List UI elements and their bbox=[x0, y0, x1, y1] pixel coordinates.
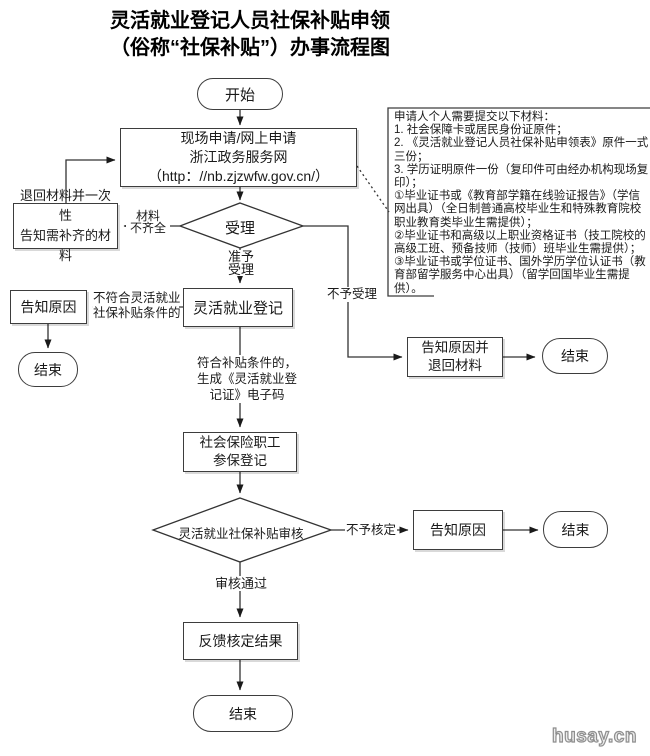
watermark: husay.cn bbox=[551, 725, 637, 747]
page-title-line1: 灵活就业登记人员社保补贴申领 bbox=[110, 10, 390, 32]
end-terminator-bottom: 结束 bbox=[193, 695, 293, 732]
return-box-line2: 告知需补齐的材料 bbox=[19, 228, 111, 263]
materials-line: 三份； bbox=[394, 150, 429, 163]
return-box-line1: 退回材料并一次性 bbox=[19, 188, 111, 223]
start-terminator: 开始 bbox=[197, 78, 283, 110]
materials-line: 高级工班、预备技师（技师）班毕业生需提供）； bbox=[394, 243, 642, 256]
materials-line: 2. 《灵活就业登记人员社保补贴申领表》原件一式 bbox=[394, 137, 649, 150]
review-decision-label: 灵活就业社保补贴审核 bbox=[178, 527, 304, 541]
materials-line: 职业教育类毕业生需提供）； bbox=[394, 216, 538, 229]
materials-box-border bbox=[387, 107, 650, 297]
materials-line: ②毕业证书和高级以上职业资格证书（技工院校的 bbox=[394, 229, 646, 242]
review-decision-diamond bbox=[151, 497, 333, 563]
label-accept-rejected: 不予受理 bbox=[327, 287, 378, 302]
label-not-eligible-line1: 不符合灵活就业 bbox=[93, 291, 181, 305]
notify-and-return-box: 告知原因并 退回材料 bbox=[407, 337, 503, 377]
label-not-approved: 不予核定 bbox=[345, 523, 397, 538]
materials-line: 申请人个人需要提交以下材料： bbox=[394, 111, 555, 123]
materials-line: 印）； bbox=[394, 177, 423, 190]
materials-line: 网出具）（全日制普通高校毕业生和特殊教育院校 bbox=[394, 203, 642, 216]
feedback-label: 反馈核定结果 bbox=[198, 633, 283, 649]
start-label: 开始 bbox=[224, 86, 255, 104]
apply-line1: 现场申请/网上申请 bbox=[180, 130, 297, 146]
social-insurance-line2: 参保登记 bbox=[213, 453, 267, 468]
label-incomplete-line2: 不齐全 bbox=[129, 221, 166, 235]
accept-decision-diamond bbox=[178, 202, 305, 249]
label-eligible: 符合补贴条件的， 生成《灵活就业登 记证》电子码 bbox=[193, 355, 301, 403]
page-title-line2: （俗称“社保补贴”）办事流程图 bbox=[110, 37, 390, 59]
registration-box: 灵活就业登记 bbox=[183, 288, 293, 327]
notify-return-line2: 退回材料 bbox=[428, 358, 482, 373]
end-terminator-left: 结束 bbox=[18, 352, 78, 387]
label-materials-incomplete: 材料 不齐全 bbox=[126, 210, 170, 234]
materials-line: 育部留学服务中心出具）（留学回国毕业生需提 bbox=[394, 269, 630, 282]
label-eligible-line2: 生成《灵活就业登 bbox=[196, 372, 297, 386]
return-materials-box: 退回材料并一次性 告知需补齐的材料 bbox=[13, 188, 118, 263]
notify-reason-left-label: 告知原因 bbox=[20, 299, 77, 315]
end-terminator-right-top: 结束 bbox=[542, 338, 608, 374]
label-granted-line2: 受理 bbox=[227, 262, 254, 277]
notify-return-line1: 告知原因并 bbox=[421, 340, 489, 355]
end-left-label: 结束 bbox=[34, 361, 62, 378]
materials-line: ③毕业证书或学位证书、国外学历学位认证书（教 bbox=[394, 256, 646, 269]
apply-line2: 浙江政务服务网 bbox=[189, 149, 288, 165]
label-eligible-line1: 符合补贴条件的， bbox=[196, 356, 297, 370]
end-bottom-label: 结束 bbox=[229, 705, 257, 722]
page-title: 灵活就业登记人员社保补贴申领 （俗称“社保补贴”）办事流程图 bbox=[0, 8, 500, 62]
end-right-mid-label: 结束 bbox=[561, 521, 590, 538]
label-accept-granted: 准予 受理 bbox=[217, 250, 265, 276]
registration-label: 灵活就业登记 bbox=[192, 300, 283, 317]
feedback-box: 反馈核定结果 bbox=[183, 622, 298, 660]
materials-line: 供）。 bbox=[394, 282, 423, 295]
notify-reason-left-box: 告知原因 bbox=[10, 290, 87, 324]
apply-step-box: 现场申请/网上申请 浙江政务服务网 （http：//nb.zjzwfw.gov.… bbox=[120, 128, 357, 187]
materials-line: 1. 社会保障卡或居民身份证原件； bbox=[394, 124, 568, 137]
label-not-eligible-line2: 社保补贴条件的 bbox=[93, 306, 181, 320]
materials-line: 3. 学历证明原件一份（复印件可由经办机构现场复 bbox=[394, 163, 649, 176]
arrow-return-to-apply bbox=[65, 156, 116, 203]
dotted-materials-link bbox=[356, 165, 390, 213]
accept-decision-label: 受理 bbox=[224, 220, 255, 237]
materials-line: ①毕业证书或《教育部学籍在线验证报告》（学信 bbox=[394, 190, 641, 203]
end-right-top-label: 结束 bbox=[561, 348, 589, 364]
social-insurance-box: 社会保险职工 参保登记 bbox=[183, 432, 297, 472]
notify-reason-right-box: 告知原因 bbox=[413, 510, 503, 550]
label-eligible-line3: 记证》电子码 bbox=[209, 388, 285, 402]
notify-reason-right-label: 告知原因 bbox=[430, 522, 486, 538]
social-insurance-line1: 社会保险职工 bbox=[199, 435, 281, 450]
materials-note: 申请人个人需要提交以下材料： 1. 社会保障卡或居民身份证原件； 2. 《灵活就… bbox=[394, 111, 648, 296]
label-granted-line1: 准予 bbox=[227, 249, 254, 264]
label-approved: 审核通过 bbox=[214, 576, 268, 591]
label-incomplete-line1: 材料 bbox=[135, 209, 160, 223]
label-not-eligible: 不符合灵活就业 社保补贴条件的 bbox=[93, 291, 181, 321]
end-terminator-right-mid: 结束 bbox=[543, 511, 608, 548]
apply-line3: （http：//nb.zjzwfw.gov.cn/） bbox=[147, 168, 330, 184]
